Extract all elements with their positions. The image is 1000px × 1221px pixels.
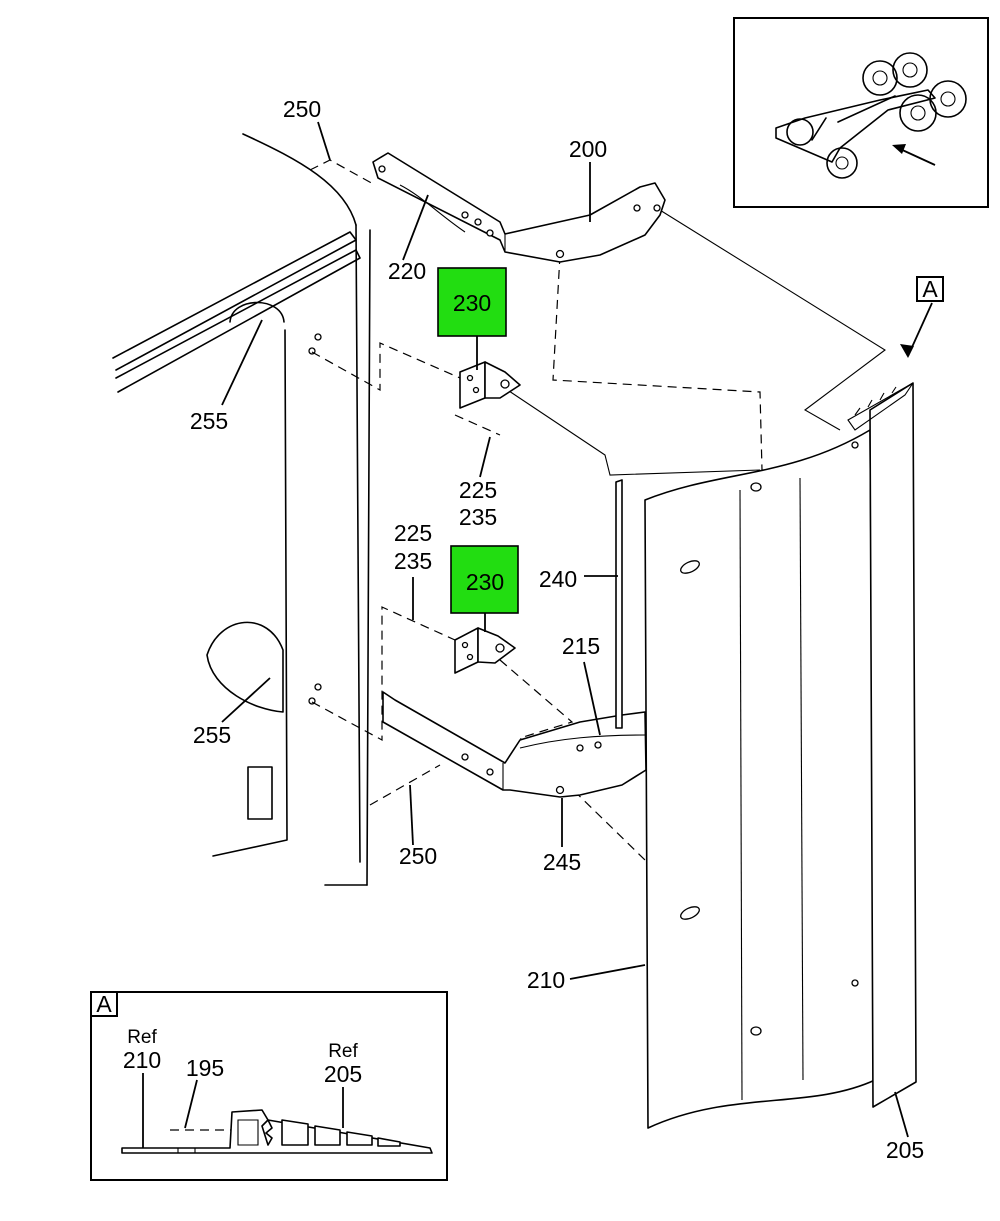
bracket-edge-line xyxy=(499,384,761,476)
detail-marker-label: A xyxy=(96,991,112,1017)
callout-255-top: 255 xyxy=(190,408,228,434)
highlight-box xyxy=(437,267,507,337)
callout-235-upper: 235 xyxy=(459,504,497,530)
callout-245: 245 xyxy=(543,849,581,875)
callout-200: 200 xyxy=(569,136,607,162)
detail-ref-205-num: 205 xyxy=(324,1061,362,1087)
callout-230-upper: 230 xyxy=(453,290,491,316)
top-rail-part-200 xyxy=(372,152,666,263)
callout-240: 240 xyxy=(539,566,577,592)
callout-labels: 250 200 220 255 225 235 225 235 240 215 … xyxy=(190,96,924,1163)
strip-240 xyxy=(615,479,623,729)
locator-frame xyxy=(733,17,989,208)
detail-a-inset: A Ref 210 195 Ref 205 xyxy=(90,991,448,1181)
connector-outline xyxy=(654,206,886,431)
callout-250-top: 250 xyxy=(283,96,321,122)
highlight-box xyxy=(450,545,519,614)
fairing-panel-210 xyxy=(644,429,876,1129)
view-arrow-head xyxy=(900,344,914,358)
highlight-230-upper: 230 xyxy=(437,267,507,337)
body-panel xyxy=(112,133,371,886)
callout-250-bottom: 250 xyxy=(399,843,437,869)
bottom-rail-part-215 xyxy=(382,691,647,798)
callout-210: 210 xyxy=(527,967,565,993)
leader-lines xyxy=(221,121,933,1138)
highlight-230-lower: 230 xyxy=(450,545,519,614)
callout-215: 215 xyxy=(562,633,600,659)
detail-ref-210-word: Ref xyxy=(127,1027,157,1048)
callout-220: 220 xyxy=(388,258,426,284)
view-marker-a: A xyxy=(916,276,944,302)
detail-marker-box xyxy=(90,991,118,1017)
callout-235-lower: 235 xyxy=(394,548,432,574)
view-marker-label: A xyxy=(922,276,938,302)
callout-225-lower: 225 xyxy=(394,520,432,546)
bracket-230-upper xyxy=(459,361,521,409)
locator-inset xyxy=(733,17,989,208)
callout-255-bottom: 255 xyxy=(193,722,231,748)
detail-ref-205-word: Ref xyxy=(328,1041,358,1062)
callout-225-upper: 225 xyxy=(459,477,497,503)
edge-trim-205 xyxy=(847,382,917,1108)
detail-callout-195: 195 xyxy=(186,1055,224,1081)
callout-230-lower: 230 xyxy=(466,569,504,595)
callout-205: 205 xyxy=(886,1137,924,1163)
bracket-230-lower xyxy=(454,627,516,674)
detail-ref-210-num: 210 xyxy=(123,1047,161,1073)
